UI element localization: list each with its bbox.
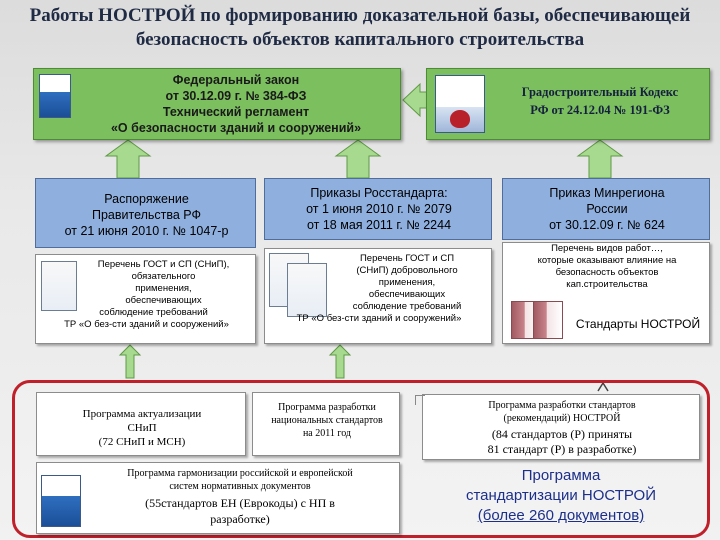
federal-law-line4: «О безопасности зданий и сооружений» [110, 121, 362, 135]
program-standardization-line3: (более 260 документов) [477, 507, 645, 524]
gov-order-line2: Правительства РФ [91, 208, 202, 222]
rosstandart-box: Приказы Росстандарта: от 1 июня 2010 г. … [264, 178, 492, 240]
list-voluntary-line2: (СНиП) добровольного [356, 265, 458, 276]
federal-law-line3: Технический регламент [162, 105, 310, 119]
standard-book-icon [533, 301, 563, 339]
program-national-line2: национальных стандартов [271, 415, 383, 426]
list-mandatory-line4: обеспечивающих [125, 295, 202, 306]
list-voluntary-line5: соблюдение требований [352, 301, 462, 312]
document-icon [287, 263, 327, 317]
gov-order-line1: Распоряжение [104, 192, 189, 206]
emblem-icon [450, 110, 470, 128]
caret-up-icon [597, 381, 609, 392]
eurocode-book-icon [41, 475, 81, 527]
list-voluntary-line1: Перечень ГОСТ и СП [359, 253, 455, 264]
gov-order-box: Распоряжение Правительства РФ от 21 июня… [35, 178, 256, 248]
list-works-box: Перечень видов работ…, которые оказывают… [502, 242, 710, 344]
arrow-up-icon [576, 139, 624, 179]
program-national-line3: на 2011 год [302, 428, 352, 439]
arrow-up-icon [118, 344, 142, 379]
program-harmonization-line4: разработке) [210, 512, 270, 526]
program-harmonization-line3: (55стандартов ЕН (Еврокоды) с НП в [145, 496, 335, 510]
program-nostroy-standards-line2: (рекомендаций) НОСТРОЙ [503, 413, 621, 424]
rosstandart-line3: от 18 мая 2011 г. № 2244 [306, 218, 452, 232]
minregion-line3: от 30.12.09 г. № 624 [549, 218, 665, 232]
page-title: Работы НОСТРОЙ по формированию доказател… [10, 4, 710, 52]
program-national-line1: Программа разработки [278, 402, 376, 413]
list-voluntary-line6: ТР «О без-сти зданий и сооружений» [296, 313, 462, 324]
program-nostroy-standards-line4: 81 стандарт (Р) в разработке) [487, 442, 637, 456]
program-nostroy-standards-line1: Программа разработки стандартов [488, 400, 636, 411]
gradcode-box: Градостроительный Кодекс РФ от 24.12.04 … [426, 68, 710, 140]
program-nostroy-standards-line3: (84 стандартов (Р) приняты [491, 427, 633, 441]
minregion-line2: России [586, 202, 628, 216]
program-standardization-line2: стандартизации НОСТРОЙ [465, 487, 657, 504]
rosstandart-line1: Приказы Росстандарта: [310, 186, 448, 200]
list-works-line2: которые оказывают влияние на [537, 255, 677, 266]
list-works-line3: безопасность объектов [555, 267, 659, 278]
program-snip-line2: СНиП [127, 422, 157, 434]
list-mandatory-line3: применения, [135, 283, 192, 294]
program-standardization: Программа стандартизации НОСТРОЙ (более … [422, 466, 700, 526]
program-nostroy-standards-box: Программа разработки стандартов (рекомен… [415, 394, 700, 460]
minregion-line1: Приказ Минрегиона [549, 186, 665, 200]
page-title-line1: Работы НОСТРОЙ по формированию доказател… [29, 5, 691, 26]
list-voluntary-line3: применения, [378, 277, 436, 288]
arrow-up-icon [334, 139, 382, 179]
program-standardization-line1: Программа [521, 467, 601, 484]
law-book-icon [39, 74, 71, 118]
gov-order-line3: от 21 июня 2010 г. № 1047-р [64, 224, 229, 238]
list-works-line1: Перечень видов работ…, [551, 243, 663, 254]
list-voluntary-line4: обеспечивающих [368, 289, 446, 300]
gradcode-line1: Градостроительный Кодекс [521, 85, 679, 99]
federal-law-line2: от 30.12.09 г. № 384-ФЗ [165, 89, 307, 103]
rosstandart-line2: от 1 июня 2010 г. № 2079 [306, 202, 452, 216]
program-snip-box: Программа актуализации СНиП (72 СНиП и М… [36, 392, 246, 456]
list-mandatory-line5: соблюдение требований [99, 307, 208, 318]
program-snip-line3: (72 СНиП и МСН) [98, 436, 186, 448]
document-icon [41, 261, 77, 311]
list-mandatory-line2: обязательного [131, 271, 196, 282]
page-title-line2: безопасность объектов капитального строи… [135, 29, 585, 50]
list-works-line4: кап.строительства [566, 279, 648, 290]
gradcode-line2: РФ от 24.12.04 № 191-ФЗ [530, 103, 670, 117]
arrow-up-icon [328, 344, 352, 379]
program-harmonization-line2: систем нормативных документов [169, 481, 311, 492]
arrow-up-icon [104, 139, 152, 179]
minregion-box: Приказ Минрегиона России от 30.12.09 г. … [502, 178, 710, 240]
program-harmonization-line1: Программа гармонизации российской и евро… [127, 468, 353, 479]
nostroy-standards-label: Стандарты НОСТРОЙ [575, 317, 701, 331]
federal-law-box: Федеральный закон от 30.12.09 г. № 384-Ф… [33, 68, 401, 140]
program-snip-line1: Программа актуализации [82, 408, 202, 420]
federal-law-line1: Федеральный закон [172, 73, 300, 87]
list-mandatory-box: Перечень ГОСТ и СП (СНиП), обязательного… [35, 254, 256, 344]
program-national-box: Программа разработки национальных станда… [252, 392, 400, 456]
list-mandatory-line1: Перечень ГОСТ и СП (СНиП), [97, 259, 230, 270]
list-voluntary-box: Перечень ГОСТ и СП (СНиП) добровольного … [264, 248, 492, 344]
code-book-icon [435, 75, 485, 133]
list-mandatory-line6: ТР «О без-сти зданий и сооружений» [64, 319, 229, 330]
program-harmonization-box: Программа гармонизации российской и евро… [36, 462, 400, 534]
